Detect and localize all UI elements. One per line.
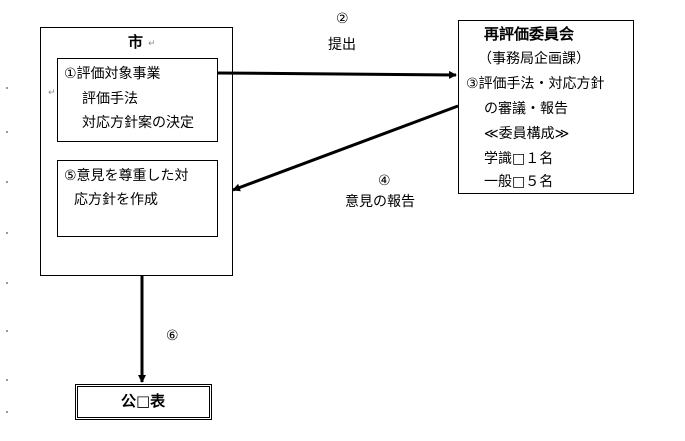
evaluation-line-2: 評価手法 bbox=[82, 91, 138, 107]
evaluation-line-1: ①評価対象事業 bbox=[64, 66, 161, 82]
margin-dot bbox=[6, 181, 8, 183]
margin-dot bbox=[6, 411, 8, 413]
committee-line-4: 学識□１名 bbox=[484, 151, 554, 167]
policy-box bbox=[57, 160, 218, 237]
submit-number: ② bbox=[336, 11, 349, 27]
city-title: 市 bbox=[128, 33, 144, 51]
publish-box bbox=[75, 384, 212, 420]
margin-dot bbox=[6, 232, 8, 234]
report-number: ④ bbox=[378, 173, 391, 189]
committee-subtitle: （事務局企画課） bbox=[478, 51, 590, 67]
margin-dot bbox=[6, 379, 8, 381]
publish-number: ⑥ bbox=[166, 328, 179, 344]
paragraph-mark: ↵ bbox=[148, 39, 156, 49]
committee-line-2: の審議・報告 bbox=[484, 101, 568, 117]
committee-line-5: 一般□５名 bbox=[484, 174, 554, 190]
committee-title: 再評価委員会 bbox=[484, 25, 575, 43]
policy-line-1: ⑤意見を尊重した対 bbox=[64, 168, 189, 184]
evaluation-box bbox=[57, 58, 218, 142]
publish-label: 公□表 bbox=[121, 392, 166, 410]
committee-line-1: ③評価手法・対応方針 bbox=[466, 76, 605, 92]
evaluation-line-3: 対応方針案の決定 bbox=[82, 115, 194, 131]
submit-label: 提出 bbox=[328, 37, 356, 53]
report-arrow bbox=[232, 104, 459, 192]
margin-dot bbox=[6, 131, 8, 133]
policy-line-2: 応方針を作成 bbox=[74, 192, 158, 208]
margin-dot bbox=[6, 282, 8, 284]
submit-arrow bbox=[217, 70, 457, 79]
margin-dot bbox=[6, 87, 8, 89]
paragraph-mark: ↵ bbox=[48, 88, 56, 98]
margin-dot bbox=[6, 330, 8, 332]
report-label: 意見の報告 bbox=[345, 194, 415, 210]
committee-line-3: ≪委員構成≫ bbox=[484, 126, 570, 142]
committee-box bbox=[458, 20, 634, 194]
